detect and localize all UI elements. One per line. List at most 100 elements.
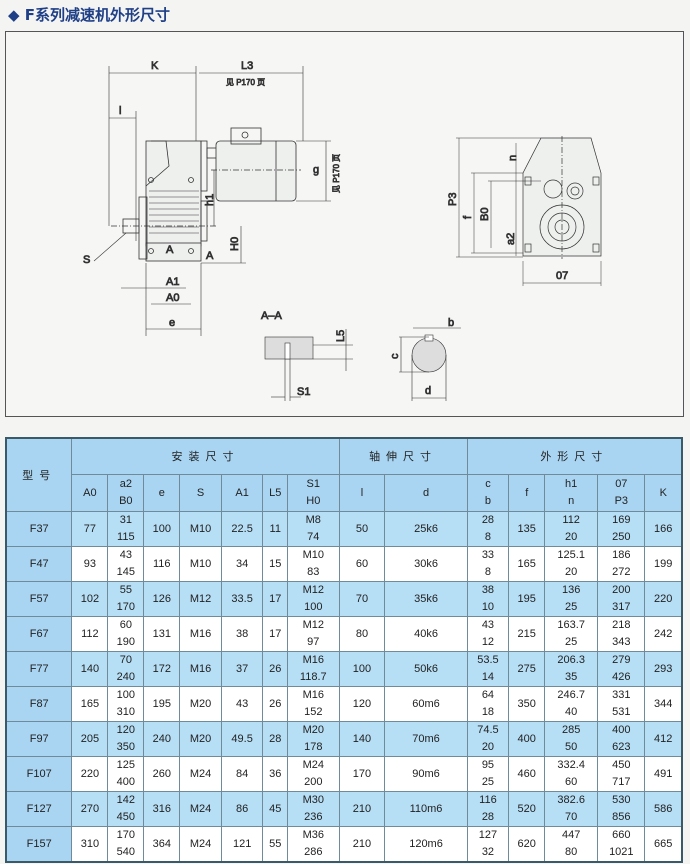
- cell-value: 152: [304, 706, 323, 718]
- cell-value: 95: [481, 759, 495, 771]
- cell-value: 50: [565, 741, 578, 753]
- table-cell: 50: [338, 511, 386, 547]
- cell-value: M20: [302, 724, 324, 736]
- table-cell: 310: [71, 826, 109, 863]
- table-cell: 100: [143, 511, 181, 547]
- table-cell: 344: [644, 686, 683, 722]
- cell-value: 200: [304, 776, 323, 788]
- dim-B0: B0: [479, 208, 491, 221]
- cell-value: 623: [612, 741, 631, 753]
- cell-value: 112: [562, 514, 580, 526]
- table-cell: 172: [143, 651, 181, 687]
- cell-value: M12: [302, 619, 324, 631]
- cell-value: 1021: [609, 846, 634, 858]
- dim-a2: a2: [505, 233, 517, 245]
- dim-07: 07: [556, 270, 568, 282]
- table-cell: 15: [262, 546, 289, 582]
- cell-value: 856: [612, 811, 631, 823]
- cell-value: 136: [561, 584, 581, 596]
- cell-value: 18: [481, 706, 495, 718]
- cell-value: a2: [119, 478, 132, 490]
- cell-value: 120: [116, 724, 135, 736]
- table-cell: 35k6: [384, 581, 468, 617]
- dim-g: g: [313, 164, 319, 176]
- cell-value: 286: [304, 846, 323, 858]
- cell-value: 43: [481, 619, 495, 631]
- front-view: [456, 136, 602, 286]
- table-cell: 195: [508, 581, 546, 617]
- cell-value: 8: [484, 566, 491, 578]
- cell-value: 170: [116, 601, 135, 613]
- table-cell: 77: [71, 511, 109, 547]
- table-cell: 140: [71, 651, 109, 687]
- dim-b: b: [448, 317, 454, 329]
- table-cell: M20: [179, 721, 222, 757]
- group-header: 安装尺寸: [71, 437, 340, 475]
- cell-value: M30: [302, 794, 324, 806]
- table-cell: 586: [644, 791, 683, 827]
- cell-value: M8: [305, 514, 321, 526]
- cell-value: 317: [612, 601, 631, 613]
- table-cell: 220: [644, 581, 683, 617]
- cell-value: 14: [481, 671, 495, 683]
- cell-value: 55: [119, 584, 132, 596]
- cell-value: h1: [565, 478, 578, 490]
- table-cell: 275: [508, 651, 546, 687]
- table-cell: 33.5: [220, 581, 264, 617]
- cell-value: 43: [119, 549, 132, 561]
- cell-value: 32: [481, 846, 495, 858]
- cell-value: 07: [615, 478, 628, 490]
- table-cell: 665: [644, 826, 683, 863]
- table-cell: 49.5: [220, 721, 264, 757]
- cell-value: 118.7: [299, 671, 327, 683]
- cell-value: 83: [307, 566, 320, 578]
- cell-value: 531: [612, 706, 631, 718]
- gear-reducer-drawing: K L3 见 P170 页 l g 见 P170 页 h1 H0 S A A A…: [83, 60, 602, 401]
- cell-value: 250: [612, 531, 631, 543]
- cell-value: 218: [612, 619, 631, 631]
- table-cell: 11: [262, 511, 289, 547]
- cell-value: 53.5: [477, 654, 499, 666]
- table-cell: M12: [179, 581, 222, 617]
- cell-value: 246.7: [557, 689, 585, 701]
- dim-S: S: [83, 254, 90, 266]
- cell-value: 279: [612, 654, 631, 666]
- table-cell: 28: [262, 721, 289, 757]
- table-cell: 17: [262, 616, 289, 652]
- table-cell: 110m6: [384, 791, 468, 827]
- table-cell: 116: [143, 546, 181, 582]
- section-view: [264, 327, 461, 401]
- dim-l: l: [119, 105, 121, 117]
- cell-value: 70: [565, 811, 578, 823]
- table-cell: 240: [143, 721, 181, 757]
- cell-value: 178: [304, 741, 323, 753]
- table-cell: 43: [220, 686, 264, 722]
- model-cell: F97: [5, 721, 73, 757]
- table-cell: 364: [143, 826, 181, 863]
- cell-value: 60: [119, 619, 132, 631]
- cell-value: n: [568, 495, 575, 507]
- table-cell: 40k6: [384, 616, 468, 652]
- table-cell: 260: [143, 756, 181, 792]
- group-header: 外形尺寸: [466, 437, 683, 475]
- cell-value: 100: [116, 689, 135, 701]
- cell-value: 8: [484, 531, 491, 543]
